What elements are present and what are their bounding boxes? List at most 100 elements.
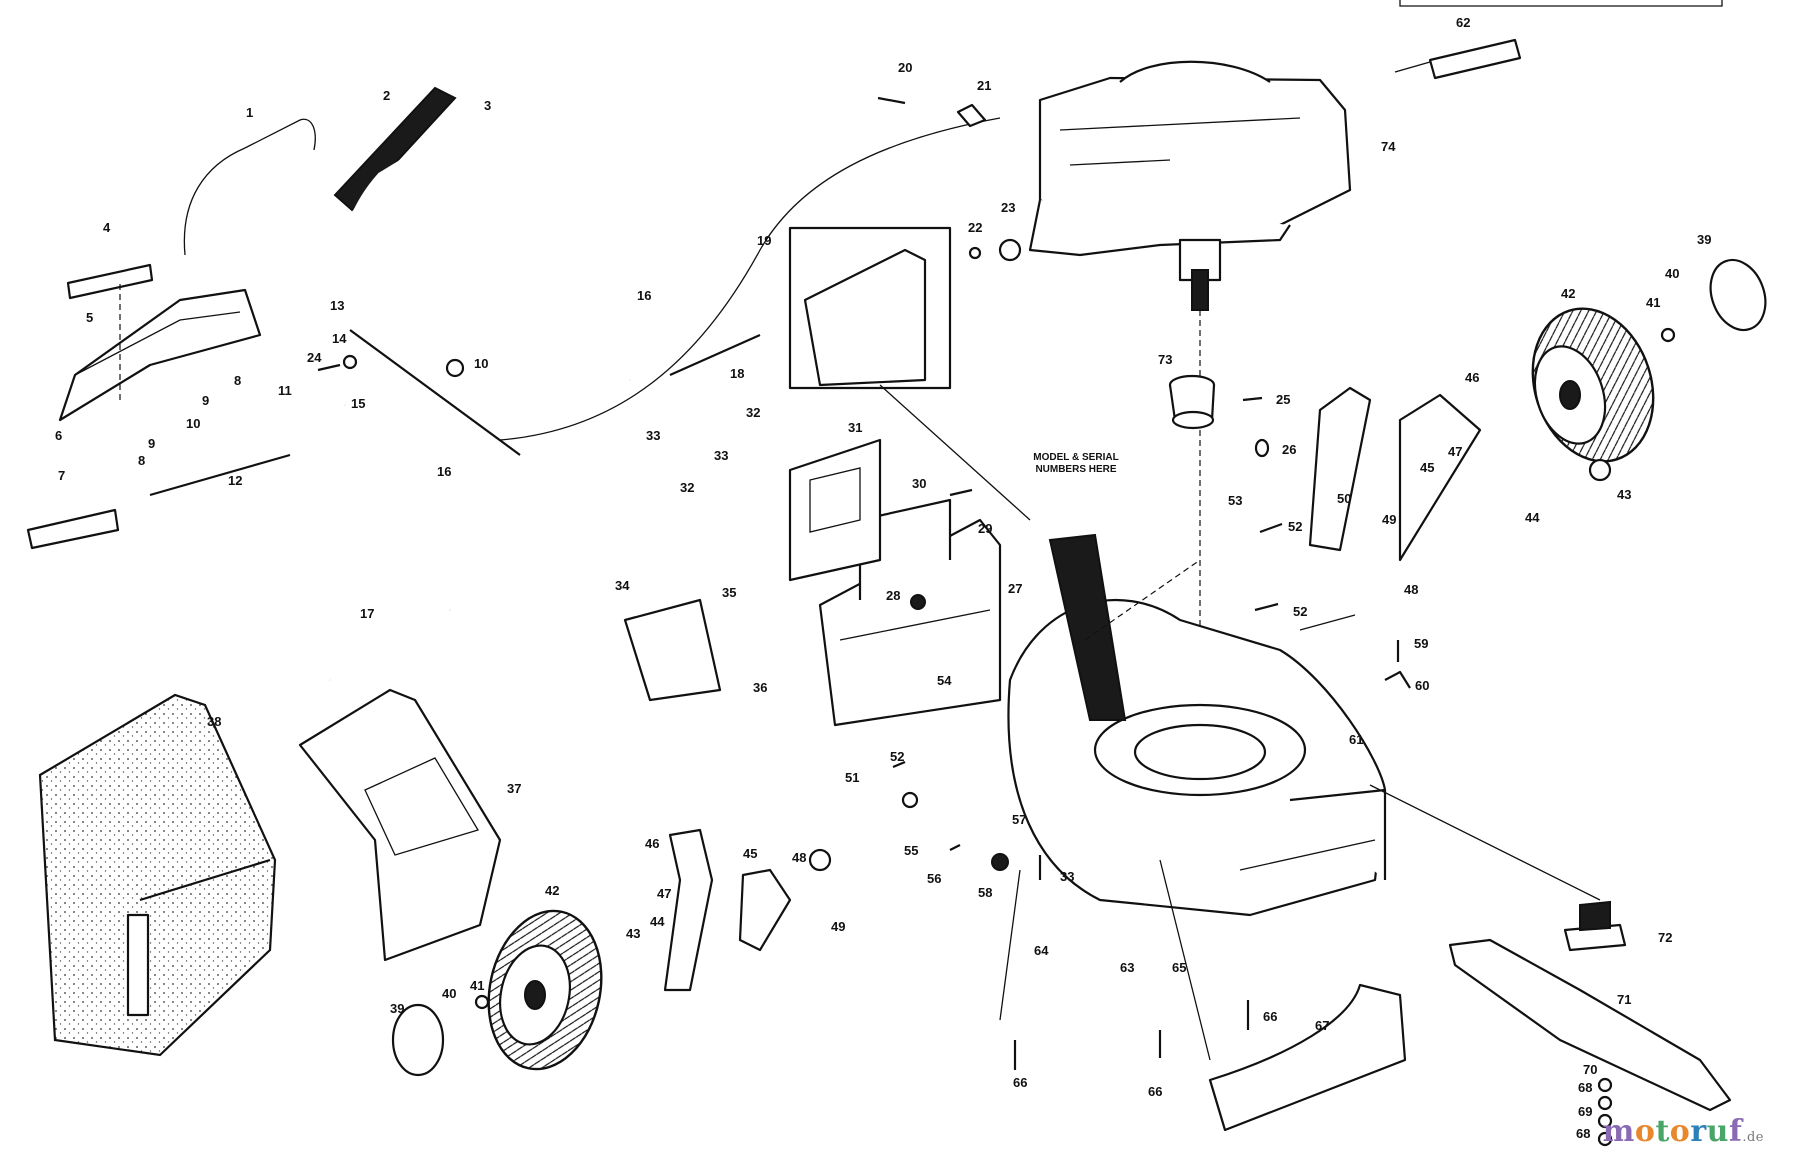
- part-number: 47: [1448, 444, 1462, 459]
- part-number: 43: [1617, 487, 1631, 502]
- part-number: 2: [383, 88, 390, 103]
- part-number: 72: [1658, 930, 1672, 945]
- part-number: 56: [927, 871, 941, 886]
- part-number: 44: [650, 914, 665, 929]
- part-number: 7: [58, 468, 65, 483]
- height-adjuster-left: [663, 828, 792, 992]
- part-number: 9: [202, 393, 209, 408]
- part-number: 3: [484, 98, 491, 113]
- part-number: 46: [1465, 370, 1479, 385]
- lower-handle: [149, 396, 452, 682]
- assembly-line: [1159, 859, 1211, 1061]
- part-number: 9: [148, 436, 155, 451]
- part-number: 61: [1349, 732, 1363, 747]
- baffle: [1208, 983, 1407, 1132]
- part-number: 55: [904, 843, 918, 858]
- part-number: 22: [968, 220, 982, 235]
- part-number: 16: [437, 464, 451, 479]
- part-number: 35: [722, 585, 736, 600]
- part-number: 33: [646, 428, 660, 443]
- part-number: 54: [937, 673, 952, 688]
- blade-adapter: [1563, 900, 1627, 952]
- bag-frame: [298, 688, 502, 962]
- mower-blade: [1448, 938, 1732, 1112]
- part-number: 66: [1263, 1009, 1277, 1024]
- part-number: 44: [1525, 510, 1540, 525]
- part-number: 52: [1293, 604, 1307, 619]
- part-number: 19: [757, 233, 771, 248]
- part-number: 42: [1561, 286, 1575, 301]
- part-number: 48: [1404, 582, 1418, 597]
- part-number: 43: [626, 926, 640, 941]
- rear-door-bracket: [623, 598, 722, 702]
- part-number: 36: [753, 680, 767, 695]
- part-number: 41: [470, 978, 484, 993]
- part-number: 60: [1415, 678, 1429, 693]
- hubcap-right: [1709, 258, 1767, 332]
- mower-deck: [1007, 598, 1387, 917]
- front-wheel-left: [487, 909, 603, 1071]
- assembly-line: [1084, 559, 1201, 641]
- part-number: 23: [1001, 200, 1015, 215]
- part-number: 29: [978, 521, 992, 536]
- cable-clip: [669, 333, 761, 377]
- part-number: 20: [898, 60, 912, 75]
- part-number: 40: [1665, 266, 1679, 281]
- part-number: 10: [186, 416, 200, 431]
- part-number: 37: [507, 781, 521, 796]
- part-number: 15: [351, 396, 365, 411]
- part-number: 63: [1120, 960, 1134, 975]
- part-number: 10: [474, 356, 488, 371]
- part-number: 57: [1012, 812, 1026, 827]
- part-number: 5: [86, 310, 93, 325]
- serial-number-callout: MODEL & SERIAL NUMBERS HERE: [1016, 452, 1136, 476]
- assembly-line: [879, 384, 1031, 521]
- part-number: 58: [978, 885, 992, 900]
- handle-panel: [58, 288, 262, 422]
- deflector-box: [788, 226, 952, 390]
- assembly-line: [1299, 614, 1356, 631]
- part-number: 65: [1172, 960, 1186, 975]
- pulley: [1168, 374, 1216, 430]
- control-cable: [499, 117, 1001, 441]
- engine: [1028, 60, 1352, 311]
- part-number: 71: [1617, 992, 1631, 1007]
- part-number: 69: [1578, 1104, 1592, 1119]
- handle-label: [26, 263, 154, 550]
- part-number: 48: [792, 850, 806, 865]
- part-number: 53: [1228, 493, 1242, 508]
- part-number: 62: [1456, 15, 1470, 30]
- part-number: 34: [615, 578, 630, 593]
- part-number: 39: [390, 1001, 404, 1016]
- height-adjuster-right: [1308, 386, 1482, 562]
- part-number: 18: [730, 366, 744, 381]
- part-number: 49: [1382, 512, 1396, 527]
- serial-label-tag: [1048, 533, 1127, 721]
- part-number: 33: [1060, 869, 1074, 884]
- part-number: 45: [743, 846, 757, 861]
- part-number: 33: [714, 448, 728, 463]
- part-number: 8: [138, 453, 145, 468]
- part-number: 45: [1420, 460, 1434, 475]
- part-number: 25: [1276, 392, 1290, 407]
- part-number: 42: [545, 883, 559, 898]
- part-number: 38: [207, 714, 221, 729]
- callout-line: MODEL & SERIAL: [1033, 452, 1119, 463]
- part-number: 46: [645, 836, 659, 851]
- part-number: 49: [831, 919, 845, 934]
- assembly-line: [1369, 784, 1601, 901]
- part-number: 50: [1337, 491, 1351, 506]
- watermark-logo: motoruf.de: [1602, 1114, 1764, 1149]
- part-number: 67: [1315, 1018, 1329, 1033]
- part-number: 14: [332, 331, 347, 346]
- part-number: 26: [1282, 442, 1296, 457]
- part-number: 41: [1646, 295, 1660, 310]
- part-number: 47: [657, 886, 671, 901]
- part-number: 74: [1381, 139, 1396, 154]
- assembly-line: [999, 869, 1021, 1021]
- part-number: 39: [1697, 232, 1711, 247]
- title-block-frame: [1399, 0, 1723, 7]
- part-number: 51: [845, 770, 859, 785]
